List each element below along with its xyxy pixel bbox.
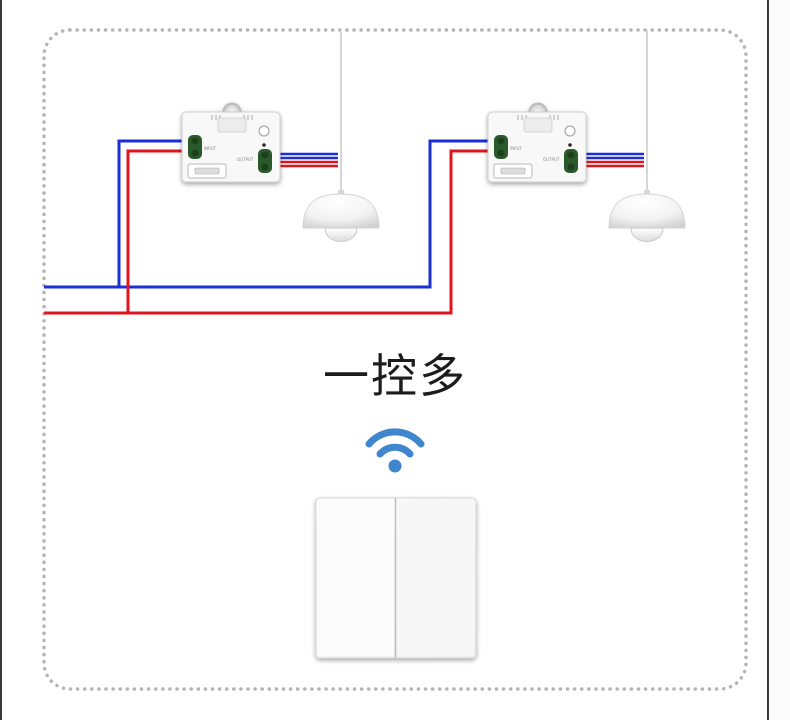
wall-switch [315, 497, 477, 659]
live-wire-branch-1 [126, 149, 182, 313]
dotted-frame [42, 28, 748, 691]
neutral-wire-main [44, 139, 488, 289]
receiver-module-1: INPUT OUTPUT [181, 102, 281, 183]
input-label: INPUT [204, 146, 217, 151]
output-label: OUTPUT [543, 157, 560, 162]
live-wire-main [44, 149, 488, 315]
neutral-wire-branch-1 [117, 139, 182, 287]
switch-rocker-left [318, 500, 394, 656]
receiver-module-2: INPUT OUTPUT [487, 102, 587, 183]
switch-rocker-right [398, 500, 474, 656]
input-label: INPUT [510, 146, 523, 151]
wires [44, 139, 644, 315]
pendant-lamp-icon [302, 190, 380, 242]
diagram-title: 一控多 [323, 349, 467, 403]
output-label: OUTPUT [237, 157, 254, 162]
wireless-signal-icon [365, 428, 425, 473]
pendant-lamp-icon [608, 190, 686, 242]
